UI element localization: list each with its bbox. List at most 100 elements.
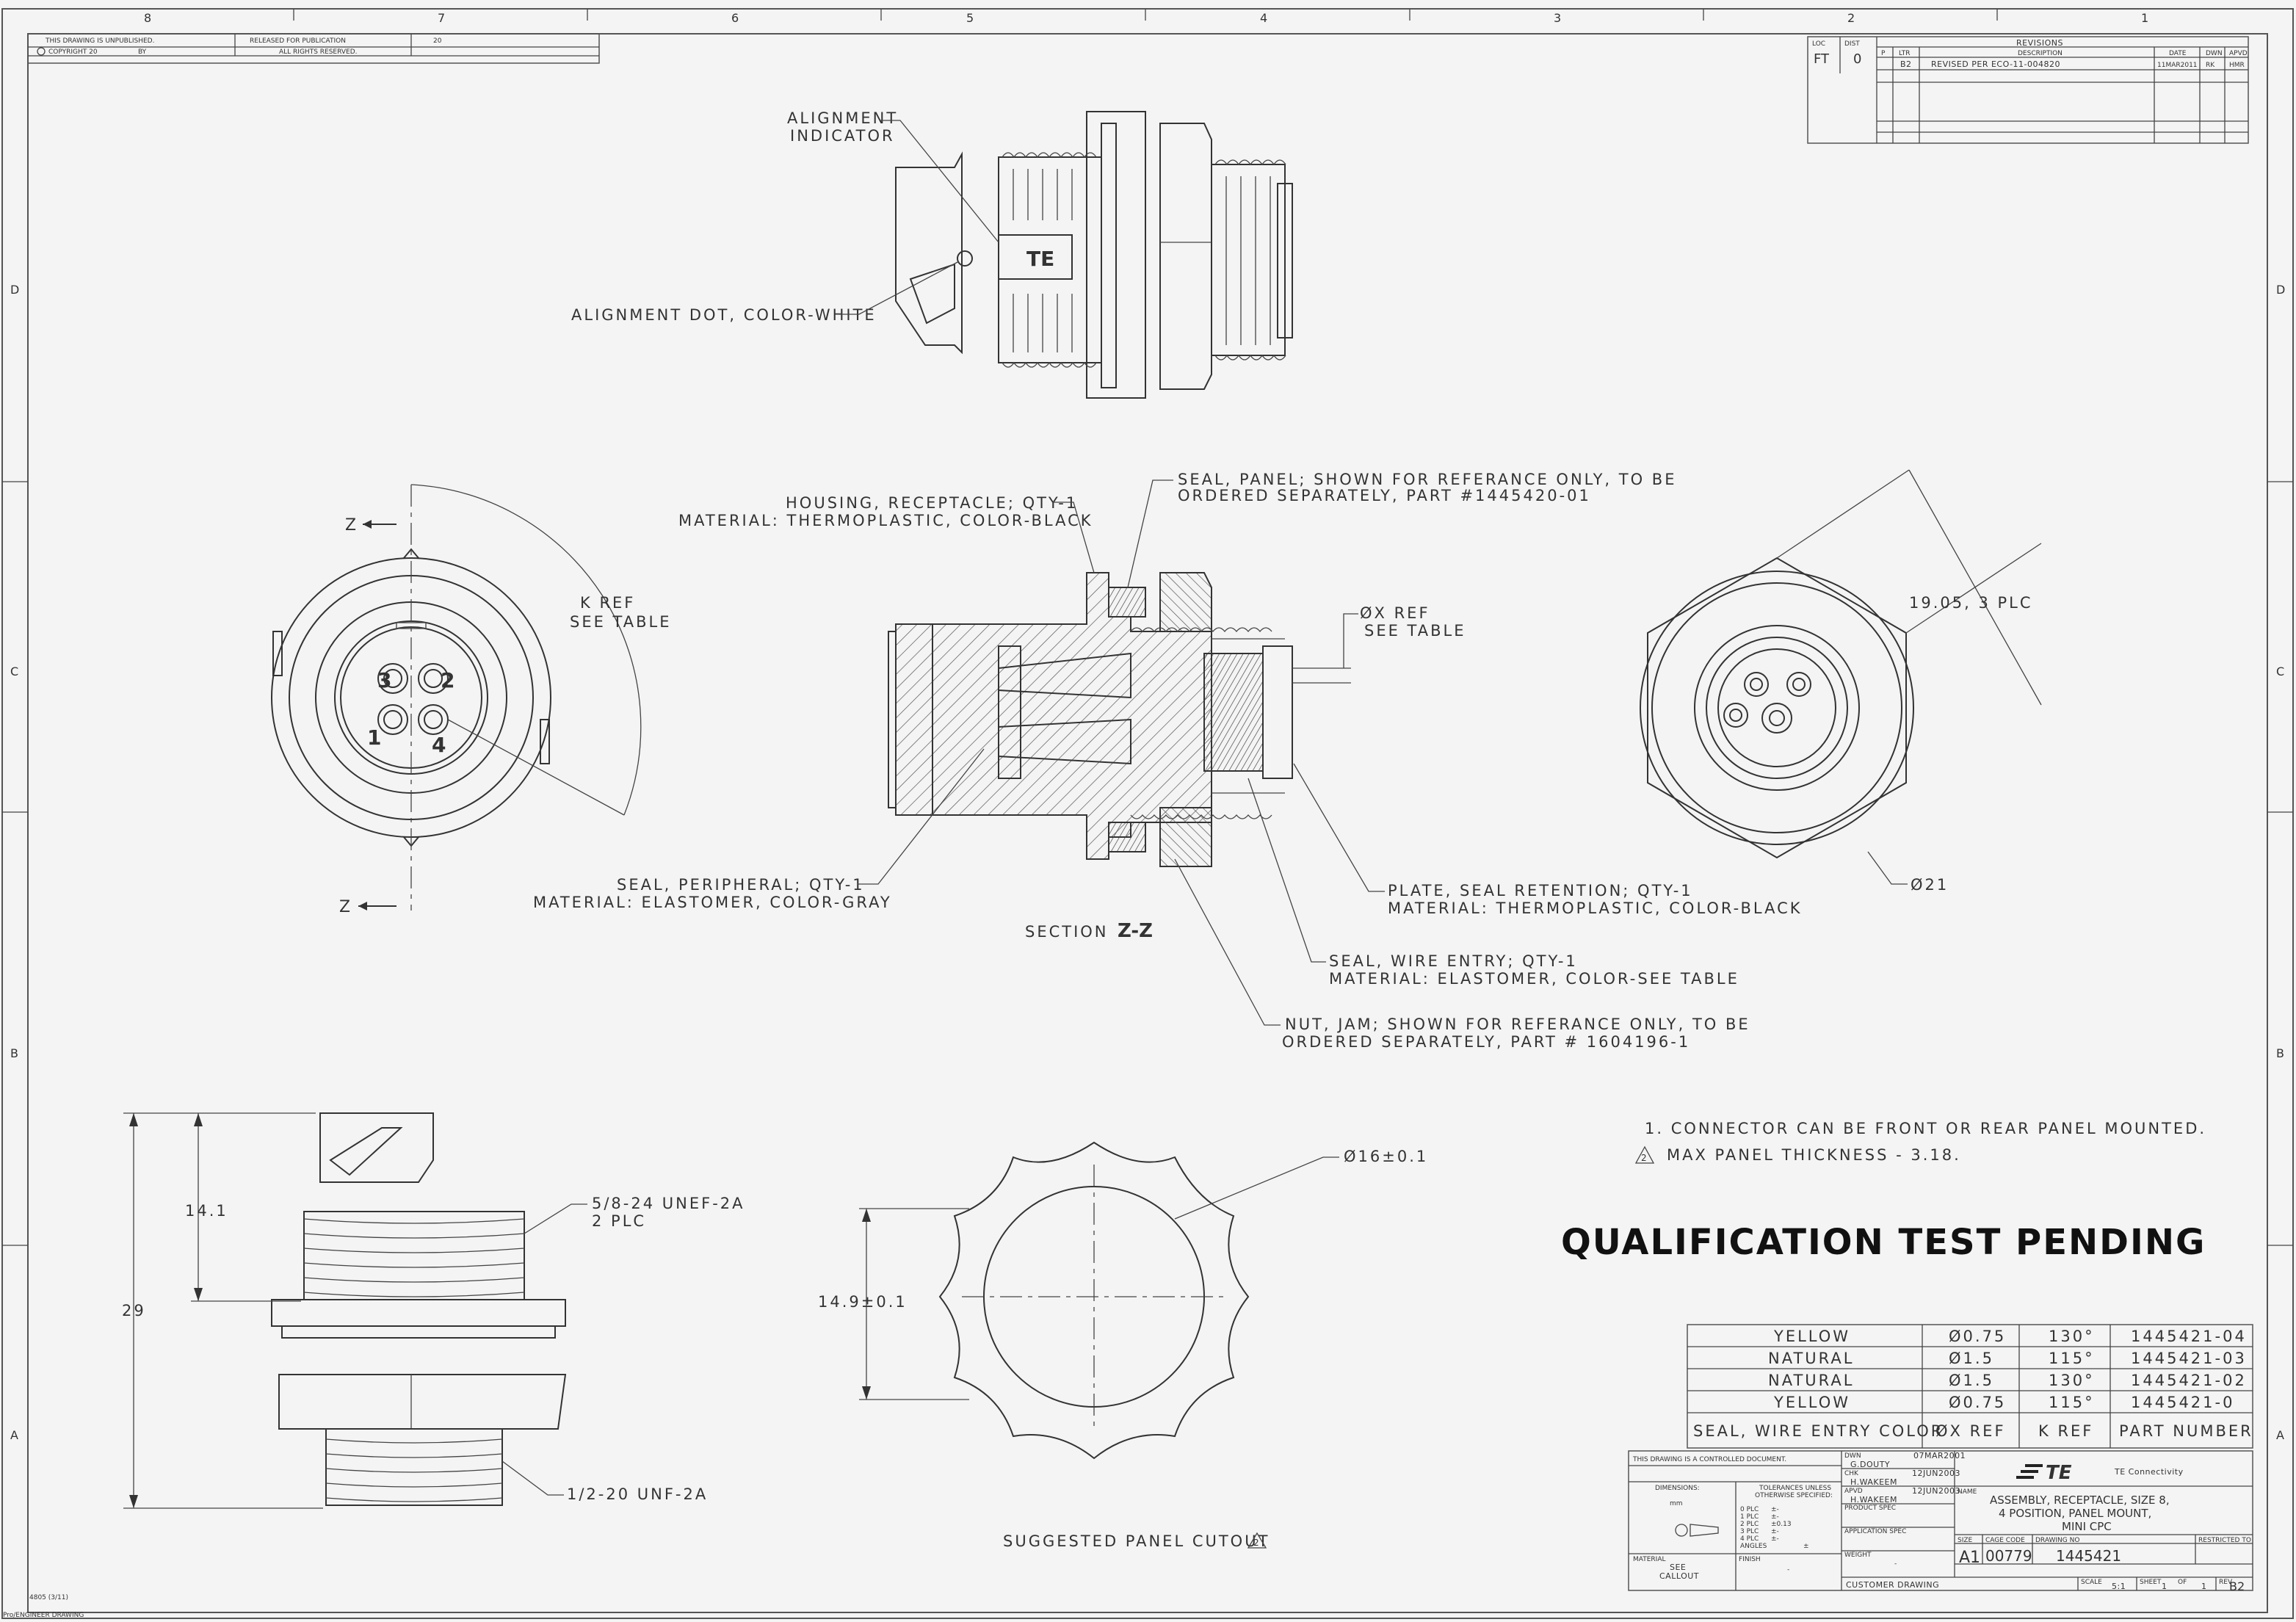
svg-text:Ø21: Ø21 (1911, 876, 1949, 894)
svg-text:LTR: LTR (1899, 50, 1911, 57)
zone-label: 3 (1554, 11, 1561, 25)
zone-label: D (2276, 283, 2285, 297)
svg-text:±-: ±- (1771, 1535, 1779, 1543)
svg-text:P: P (1881, 50, 1886, 57)
svg-text:PLATE, SEAL RETENTION; QTY-1: PLATE, SEAL RETENTION; QTY-1 (1388, 882, 1693, 899)
svg-text:THIS DRAWING IS UNPUBLISHED.: THIS DRAWING IS UNPUBLISHED. (45, 37, 154, 45)
svg-text:APVD: APVD (2229, 50, 2248, 57)
svg-text:Z-Z: Z-Z (1118, 920, 1153, 942)
side-view-top: TE (895, 111, 1293, 399)
svg-text:SCALE: SCALE (2081, 1579, 2102, 1586)
svg-text:HMR: HMR (2229, 62, 2245, 69)
table-header: ØX REF (1935, 1422, 2006, 1440)
table-cell: YELLOW (1773, 1394, 1850, 1411)
svg-text:PRODUCT SPEC: PRODUCT SPEC (1844, 1505, 1896, 1512)
pin-number: 4 (432, 733, 446, 757)
table-header: K REF (2038, 1422, 2093, 1440)
table-cell: NATURAL (1768, 1350, 1854, 1367)
svg-text:REVISED PER ECO-11-004820: REVISED PER ECO-11-004820 (1931, 59, 2060, 69)
thread-ridges-top (1002, 152, 1286, 368)
svg-text:SEE: SEE (1670, 1563, 1686, 1572)
svg-text:12JUN2003: 12JUN2003 (1912, 1469, 1960, 1478)
svg-text:SEAL, PANEL; SHOWN FOR REFERAN: SEAL, PANEL; SHOWN FOR REFERANCE ONLY, T… (1178, 471, 1676, 488)
pin-contacts-front (377, 663, 449, 735)
svg-text:ØX REF: ØX REF (1360, 604, 1430, 622)
svg-text:ANGLES: ANGLES (1740, 1543, 1767, 1550)
svg-text:FINISH: FINISH (1739, 1556, 1761, 1563)
table-cell: 1445421-0 (2131, 1394, 2234, 1411)
table-cell: 115° (2049, 1394, 2095, 1411)
qualification-banner: QUALIFICATION TEST PENDING (1561, 1222, 2206, 1263)
svg-text:±: ± (1803, 1543, 1809, 1550)
svg-text:DRAWING NO: DRAWING NO (2035, 1537, 2079, 1544)
section-marker: Z (339, 898, 350, 916)
general-notes: 1. CONNECTOR CAN BE FRONT OR REAR PANEL … (1634, 1120, 2206, 1164)
svg-text:A1: A1 (1959, 1549, 1980, 1567)
zone-label: C (10, 665, 18, 678)
svg-text:SEE TABLE: SEE TABLE (1364, 622, 1466, 640)
table-cell: 130° (2049, 1328, 2095, 1345)
svg-text:MATERIAL: THERMOPLASTIC, COLOR: MATERIAL: THERMOPLASTIC, COLOR-BLACK (678, 512, 1093, 529)
svg-text:WEIGHT: WEIGHT (1844, 1552, 1872, 1559)
svg-text:OF: OF (2178, 1579, 2187, 1586)
svg-text:ALIGNMENT: ALIGNMENT (787, 109, 898, 127)
svg-text:FT: FT (1814, 51, 1830, 67)
table-cell: 1445421-04 (2131, 1328, 2247, 1345)
zone-label: 6 (731, 11, 739, 25)
svg-text:K REF: K REF (580, 594, 635, 612)
panel-cutout: 14.9±0.1 Ø16±0.1 SUGGESTED PANEL CUTOUT … (818, 1141, 1426, 1550)
zone-label: 4 (1260, 11, 1267, 25)
pin-number: 1 (367, 725, 381, 750)
svg-text:B2: B2 (1900, 59, 1912, 69)
svg-text:RELEASED FOR PUBLICATION: RELEASED FOR PUBLICATION (250, 37, 346, 45)
section-marker: Z (345, 516, 356, 535)
zone-label: 2 (1847, 11, 1855, 25)
note-2: MAX PANEL THICKNESS - 3.18. (1667, 1146, 1961, 1164)
title-block: THIS DRAWING IS A CONTROLLED DOCUMENT. D… (1628, 1450, 2253, 1593)
svg-text:4 PLC: 4 PLC (1740, 1535, 1759, 1543)
svg-text:ASSEMBLY, RECEPTACLE, SIZE 8,: ASSEMBLY, RECEPTACLE, SIZE 8, (1990, 1494, 2170, 1507)
svg-text:DESCRIPTION: DESCRIPTION (2018, 50, 2063, 57)
svg-text:29: 29 (122, 1302, 146, 1319)
zone-label: 8 (144, 11, 151, 25)
svg-text:CUSTOMER DRAWING: CUSTOMER DRAWING (1846, 1580, 1939, 1590)
svg-text:BY: BY (138, 48, 147, 56)
svg-text:1/2-20 UNF-2A: 1/2-20 UNF-2A (567, 1485, 708, 1503)
zone-label: A (10, 1428, 18, 1442)
svg-text:G.DOUTY: G.DOUTY (1850, 1460, 1890, 1469)
svg-text:2 PLC: 2 PLC (592, 1212, 646, 1230)
te-logo-mark: TE (1026, 247, 1054, 271)
svg-text:TE: TE (2046, 1462, 2072, 1484)
svg-text:14.1: 14.1 (185, 1202, 228, 1220)
svg-text:H.WAKEEM: H.WAKEEM (1850, 1495, 1897, 1505)
svg-text:MATERIAL: ELASTOMER, COLOR-GRA: MATERIAL: ELASTOMER, COLOR-GRAY (533, 894, 892, 911)
svg-text:11MAR2011: 11MAR2011 (2157, 62, 2198, 69)
table-cell: Ø0.75 (1949, 1394, 2006, 1411)
svg-text:CHK: CHK (1844, 1470, 1859, 1477)
svg-text:REVISIONS: REVISIONS (2016, 38, 2063, 48)
svg-text:0: 0 (1853, 51, 1861, 67)
svg-text:CAGE CODE: CAGE CODE (1985, 1537, 2025, 1544)
pin-number: 2 (441, 668, 455, 692)
software-label: Pro/ENGINEER DRAWING (3, 1612, 84, 1619)
svg-text:1: 1 (2201, 1582, 2207, 1591)
svg-text:MATERIAL: MATERIAL (1633, 1556, 1666, 1563)
table-cell: NATURAL (1768, 1372, 1854, 1389)
svg-text:5/8-24 UNEF-2A: 5/8-24 UNEF-2A (592, 1195, 745, 1212)
svg-text:SEE TABLE: SEE TABLE (570, 613, 671, 631)
note-1: 1. CONNECTOR CAN BE FRONT OR REAR PANEL … (1645, 1120, 2206, 1137)
callout-alignment-indicator: ALIGNMENT INDICATOR ALIGNMENT DOT, COLOR… (571, 109, 999, 324)
zone-label: B (2276, 1046, 2284, 1060)
svg-text:19.05, 3 PLC: 19.05, 3 PLC (1909, 594, 2033, 612)
zone-labels-top: 8 7 6 5 4 3 2 1 (144, 11, 2148, 25)
svg-text:SIZE: SIZE (1958, 1537, 1973, 1544)
svg-text:B2: B2 (2229, 1579, 2245, 1593)
svg-text:APPLICATION SPEC: APPLICATION SPEC (1844, 1528, 1906, 1535)
revisions-block: LOC DIST FT 0 REVISIONS P LTR DESCRIPTIO… (1807, 36, 2249, 144)
table-cell: 1445421-03 (2131, 1350, 2247, 1367)
svg-text:NUT, JAM; SHOWN FOR REFERANCE: NUT, JAM; SHOWN FOR REFERANCE ONLY, TO B… (1285, 1015, 1750, 1033)
svg-text:SHEET: SHEET (2140, 1579, 2162, 1586)
zone-label: B (10, 1046, 18, 1060)
side-profile: 14.1 29 5/8-24 UNEF-2A 2 PLC 1/2-20 UNF-… (122, 1112, 745, 1509)
svg-text:±-: ±- (1771, 1506, 1779, 1513)
